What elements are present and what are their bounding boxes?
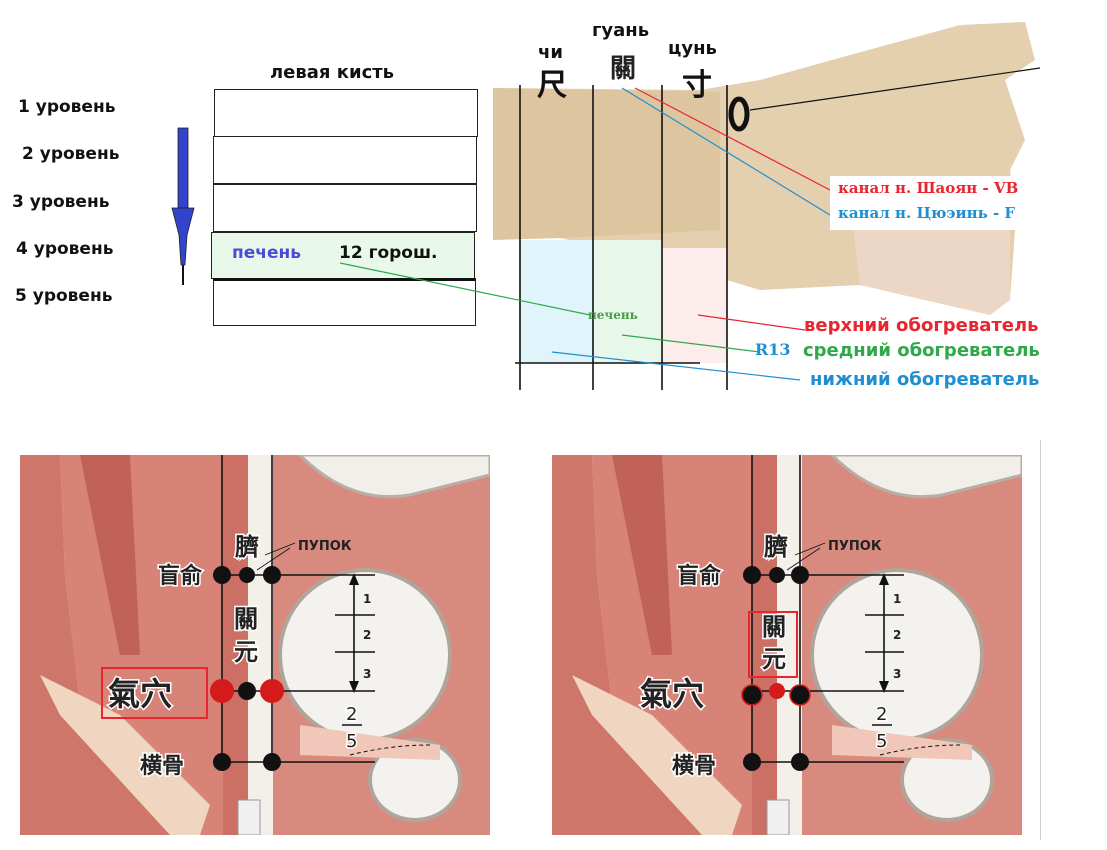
level-3-label: 3 уровень: [12, 192, 110, 212]
wrist-ring-icon: [728, 96, 750, 132]
guanyuan-glyph-2: 元: [762, 645, 786, 673]
huangshu-label: 盲俞: [158, 563, 203, 589]
level-2-label: 2 уровень: [22, 144, 120, 164]
r13-label: R13: [755, 340, 791, 359]
guan-glyph: 關: [610, 54, 637, 84]
left-hand-title: левая кисть: [270, 62, 395, 83]
fraction-numerator: 2: [346, 704, 357, 725]
qixue-point-right: [789, 684, 811, 706]
navel-ru-label: ПУПОК: [298, 539, 352, 554]
channel-jueyin: канал н. Цюэинь - F: [838, 204, 1016, 222]
cun-glyph: 寸: [682, 68, 712, 103]
huangshu-point-right: [263, 566, 281, 584]
chi-label: чи: [538, 42, 563, 63]
step-2: 2: [893, 628, 901, 642]
henggu-point-right: [263, 753, 281, 771]
step-1: 1: [363, 592, 371, 606]
step-3: 3: [363, 667, 371, 681]
divider: [1040, 440, 1041, 840]
fraction-denominator: 5: [346, 731, 357, 752]
henggu-label: 横骨: [140, 754, 184, 779]
wrist-illustration: [339, 22, 1041, 390]
step-1: 1: [893, 592, 901, 606]
level-2-row: [213, 136, 477, 184]
level-1-label: 1 уровень: [18, 97, 116, 117]
step-2: 2: [363, 628, 371, 642]
navel-point: [239, 567, 255, 583]
navel-glyph: 臍: [763, 533, 788, 561]
level-4-row: печень 12 горош.: [211, 232, 475, 279]
level-4-label: 4 уровень: [16, 239, 114, 259]
henggu-point-right: [791, 753, 809, 771]
huangshu-point-left: [743, 566, 761, 584]
henggu-point-left: [743, 753, 761, 771]
qixue-label: 氣穴: [108, 675, 172, 713]
henggu-point-left: [213, 753, 231, 771]
guanyuan-point: [238, 682, 256, 700]
channel-shaoyang: канал н. Шаоян - VB: [838, 179, 1019, 197]
guan-label: гуань: [592, 20, 650, 41]
channel-legend: канал н. Шаоян - VB канал н. Цюэинь - F: [830, 176, 1092, 230]
navel-point: [769, 567, 785, 583]
abdomen-panel-right: 臍 ПУПОК 盲俞 關 元 氣穴 横骨 1 2 3 2 5: [552, 455, 1022, 835]
huangshu-label: 盲俞: [677, 563, 722, 589]
guanyuan-glyph-1: 關: [762, 613, 786, 641]
huangshu-point-left: [213, 566, 231, 584]
level-3-row: [213, 184, 477, 232]
guanyuan-glyph-2: 元: [234, 638, 258, 666]
qixue-point-left: [210, 679, 234, 703]
chi-glyph: 尺: [537, 68, 567, 103]
navel-ru-label: ПУПОК: [828, 539, 882, 554]
lower-burner-zone: [520, 240, 593, 363]
zone-liver-label: печень: [588, 308, 638, 322]
qixue-point-right: [260, 679, 284, 703]
cun-label: цунь: [668, 38, 717, 59]
middle-burner-label: средний обогреватель: [803, 340, 1040, 361]
middle-burner-zone: [593, 240, 662, 363]
guanyuan-highlight-box: [748, 611, 798, 678]
level-5-row: [213, 278, 476, 326]
step-3: 3: [893, 667, 901, 681]
fraction-numerator: 2: [876, 704, 887, 725]
level-5-label: 5 уровень: [15, 286, 113, 306]
dose-label: 12 горош.: [339, 243, 438, 263]
level-1-row: [214, 89, 478, 137]
down-arrow-icon: [171, 127, 195, 285]
guanyuan-point-highlighted: [769, 683, 785, 699]
qixue-highlight-box: [101, 667, 208, 719]
henggu-label: 横骨: [672, 754, 716, 779]
fraction-denominator: 5: [876, 731, 887, 752]
guanyuan-glyph-1: 關: [234, 605, 258, 633]
liver-label: печень: [232, 243, 301, 263]
abdomen-panel-left: 臍 ПУПОК 盲俞 關 元 氣穴 横骨 1 2 3 2 5: [20, 455, 490, 835]
qixue-label: 氣穴: [640, 675, 704, 713]
acupoint-dots: [210, 566, 284, 771]
upper-burner-zone: [662, 248, 727, 363]
navel-glyph: 臍: [234, 533, 259, 561]
upper-burner-label: верхний обогреватель: [804, 315, 1039, 336]
qixue-point-left: [741, 684, 763, 706]
lower-burner-label: нижний обогреватель: [810, 369, 1040, 390]
huangshu-point-right: [791, 566, 809, 584]
